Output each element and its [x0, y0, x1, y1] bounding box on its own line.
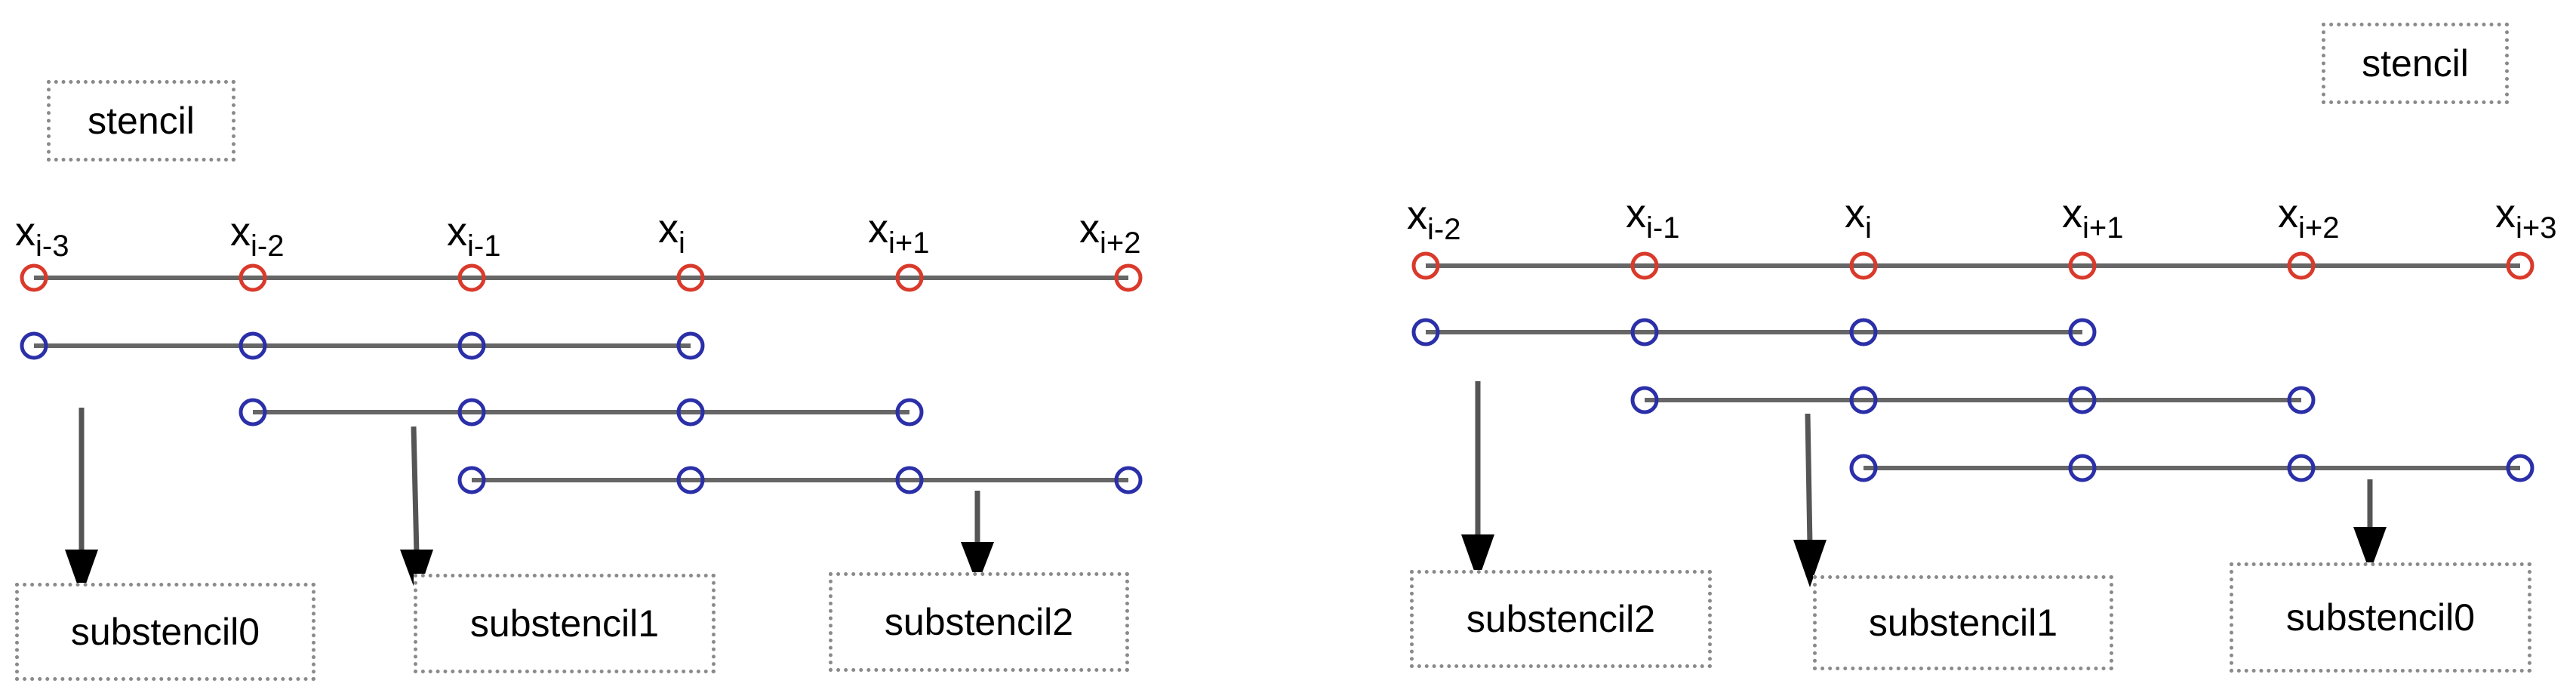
substencil2-node — [895, 466, 924, 494]
arrow-head — [65, 550, 98, 596]
substencil-label: substencil0 — [2285, 596, 2476, 639]
substencil-nodes — [20, 331, 1143, 494]
substencil2-node — [1849, 318, 1878, 346]
substencil-label: substencil1 — [469, 602, 660, 645]
substencil2-node — [1114, 466, 1143, 494]
node-label: xi+2 — [2278, 191, 2340, 245]
substencil-box: substencil2 — [829, 572, 1129, 672]
substencil2-node — [2068, 318, 2097, 346]
stencil-label: stencil — [88, 100, 195, 142]
substencil-label: substencil0 — [70, 611, 260, 653]
substencil2-node — [676, 466, 705, 494]
node-label: xi+1 — [2062, 191, 2124, 245]
stencil-node — [895, 263, 924, 292]
substencil1-node — [239, 398, 267, 427]
substencil-box: substencil2 — [1410, 570, 1712, 668]
node-label: xi — [658, 206, 685, 260]
substencil0-node — [239, 331, 267, 360]
node-label: xi-3 — [15, 209, 69, 263]
substencil0-node — [2068, 454, 2097, 482]
arrow-head — [1793, 540, 1827, 587]
stencil-node — [676, 263, 705, 292]
arrows — [65, 408, 994, 596]
stencil-label: stencil — [2362, 42, 2469, 85]
substencil0-node — [20, 331, 48, 360]
substencil1-node — [2287, 386, 2316, 414]
substencil1-node — [1849, 386, 1878, 414]
node-label: xi-1 — [447, 209, 501, 263]
node-label: xi — [1845, 191, 1872, 245]
substencil-label: substencil2 — [884, 601, 1074, 643]
substencil1-node — [676, 398, 705, 427]
stencil-node — [2287, 251, 2316, 280]
substencil-box: substencil1 — [414, 574, 716, 673]
node-label: xi+2 — [1079, 206, 1141, 260]
stencil-label-box: stencil — [47, 80, 235, 162]
substencil-label: substencil2 — [1466, 598, 1656, 640]
node-label: xi+1 — [868, 206, 930, 260]
stencil-node — [1114, 263, 1143, 292]
stencil-node — [457, 263, 486, 292]
arrows — [1461, 381, 2387, 587]
substencil1-node — [457, 398, 486, 427]
substencil-box: substencil0 — [15, 583, 315, 681]
stencil-node — [2068, 251, 2097, 280]
substencil0-node — [676, 331, 705, 360]
stencil-node — [239, 263, 267, 292]
right-panel: stencil xi-2 xi-1 xi xi+1 xi+2 xi+3 subs… — [1288, 0, 2575, 696]
stencil-nodes — [1411, 251, 2534, 280]
substencil0-node — [1849, 454, 1878, 482]
substencil-nodes — [1411, 318, 2534, 482]
node-label: xi-2 — [230, 209, 285, 263]
substencil-box: substencil1 — [1813, 575, 2113, 670]
node-label: xi-1 — [1626, 191, 1680, 245]
stencil-node — [1411, 251, 1440, 280]
arrow-head — [400, 550, 433, 596]
substencil2-node — [1411, 318, 1440, 346]
arrow-head — [961, 542, 994, 585]
left-diagram — [20, 263, 1143, 596]
stencil-label-box: stencil — [2322, 23, 2509, 104]
stencil-node — [20, 263, 48, 292]
substencil-label: substencil1 — [1868, 602, 2058, 644]
substencil-box: substencil0 — [2230, 562, 2531, 673]
substencil0-node — [2287, 454, 2316, 482]
substencil0-node — [457, 331, 486, 360]
right-diagram — [1411, 251, 2534, 587]
left-panel: stencil xi-3 xi-2 xi-1 xi xi+1 xi+2 subs… — [15, 80, 1143, 681]
substencil1-node — [1630, 386, 1659, 414]
substencil1-node — [895, 398, 924, 427]
substencil2-node — [457, 466, 486, 494]
node-label: xi+3 — [2495, 191, 2557, 245]
stencil-node — [2506, 251, 2534, 280]
substencil0-node — [2506, 454, 2534, 482]
stencil-node — [1849, 251, 1878, 280]
arrow-head — [2353, 527, 2387, 572]
stencil-node — [1630, 251, 1659, 280]
substencil1-node — [2068, 386, 2097, 414]
substencil2-node — [1630, 318, 1659, 346]
stencil-nodes — [20, 263, 1143, 292]
node-label: xi-2 — [1407, 192, 1461, 246]
arrow-head — [1461, 534, 1494, 581]
